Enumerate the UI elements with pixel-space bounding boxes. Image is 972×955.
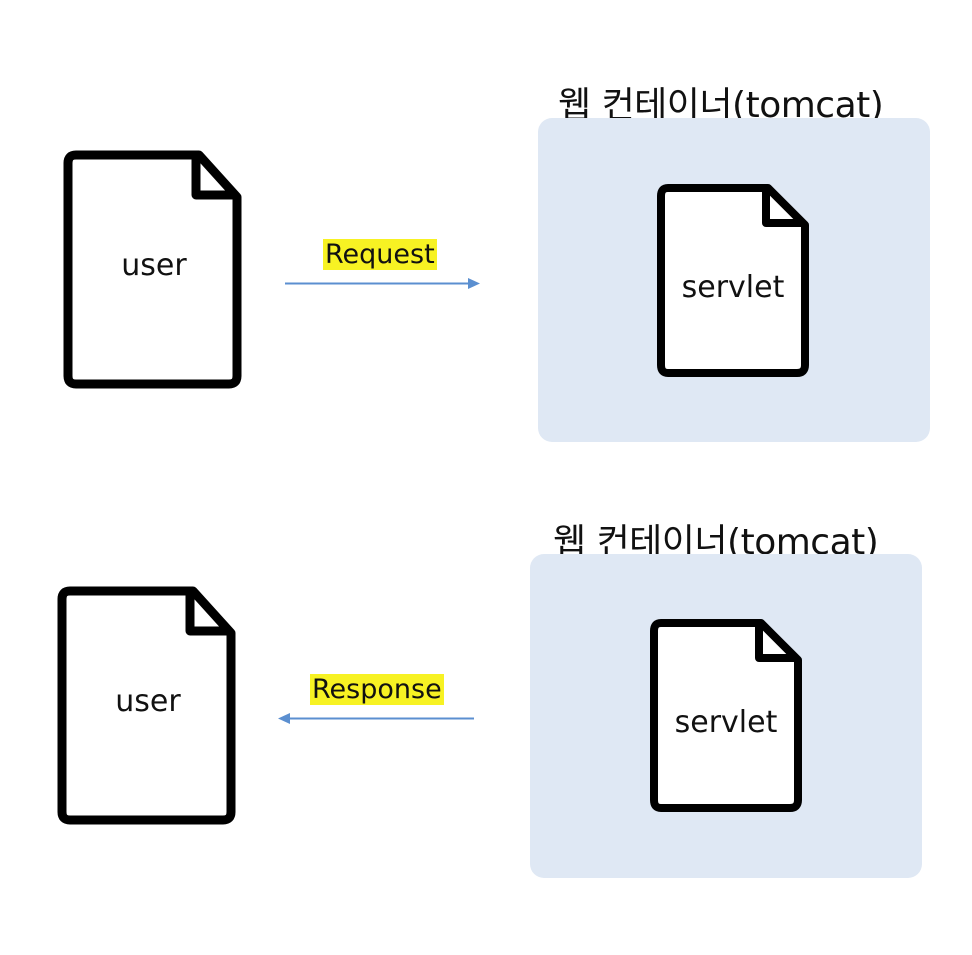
servlet-label-response: servlet [674, 705, 778, 740]
user-document-request: user [63, 148, 244, 391]
arrow-right-icon [285, 278, 480, 289]
document-icon [63, 150, 242, 389]
request-label: Request [323, 239, 437, 270]
user-label-response: user [115, 684, 181, 719]
document-icon [657, 184, 809, 377]
servlet-label-request: servlet [681, 270, 785, 305]
arrow-left-icon [278, 713, 474, 724]
document-icon [57, 586, 236, 825]
user-document-response: user [57, 584, 238, 827]
user-label-request: user [121, 248, 187, 283]
servlet-document-response: servlet [649, 617, 803, 813]
response-label: Response [310, 674, 444, 705]
document-icon [650, 619, 802, 812]
servlet-document-request: servlet [656, 182, 810, 378]
